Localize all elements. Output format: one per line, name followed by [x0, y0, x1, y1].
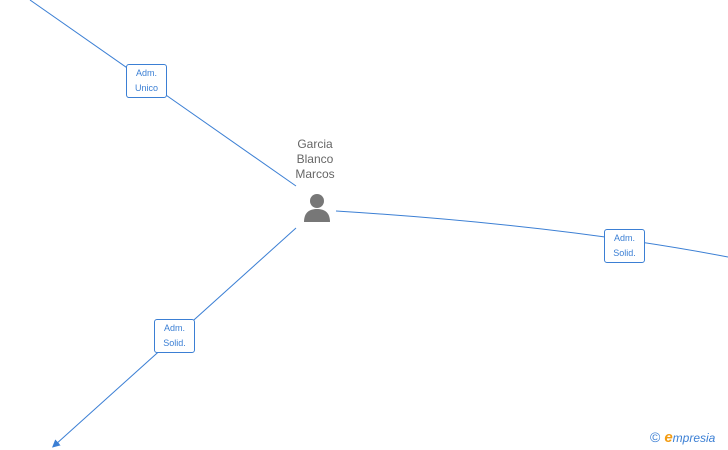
relation-label-solid-right[interactable]: Adm. Solid. — [604, 229, 645, 263]
relation-label-line: Adm. — [163, 323, 185, 333]
brand-logo: ©empresia — [650, 429, 715, 446]
relation-label-line: Solid. — [163, 338, 186, 348]
edge-unico — [29, 0, 297, 187]
copyright-icon: © — [650, 429, 661, 445]
relation-label-line: Adm. — [135, 68, 157, 78]
relation-label-solid-left[interactable]: Adm. Solid. — [154, 319, 195, 353]
person-name-line-2: Blanco — [296, 152, 334, 166]
relation-label-line: Adm. — [613, 233, 635, 243]
brand-text: mpresia — [672, 431, 716, 445]
person-name-line-1: Garcia — [297, 137, 333, 151]
relation-label-unico[interactable]: Adm. Unico — [126, 64, 167, 98]
edge-solid-right — [335, 210, 728, 258]
brand-letter: e — [664, 429, 673, 446]
person-icon[interactable] — [302, 193, 332, 223]
relation-label-line: Unico — [134, 83, 158, 93]
person-name[interactable]: Garcia Blanco Marcos — [275, 137, 355, 182]
person-name-line-3: Marcos — [295, 167, 335, 181]
relation-label-line: Solid. — [613, 248, 636, 258]
